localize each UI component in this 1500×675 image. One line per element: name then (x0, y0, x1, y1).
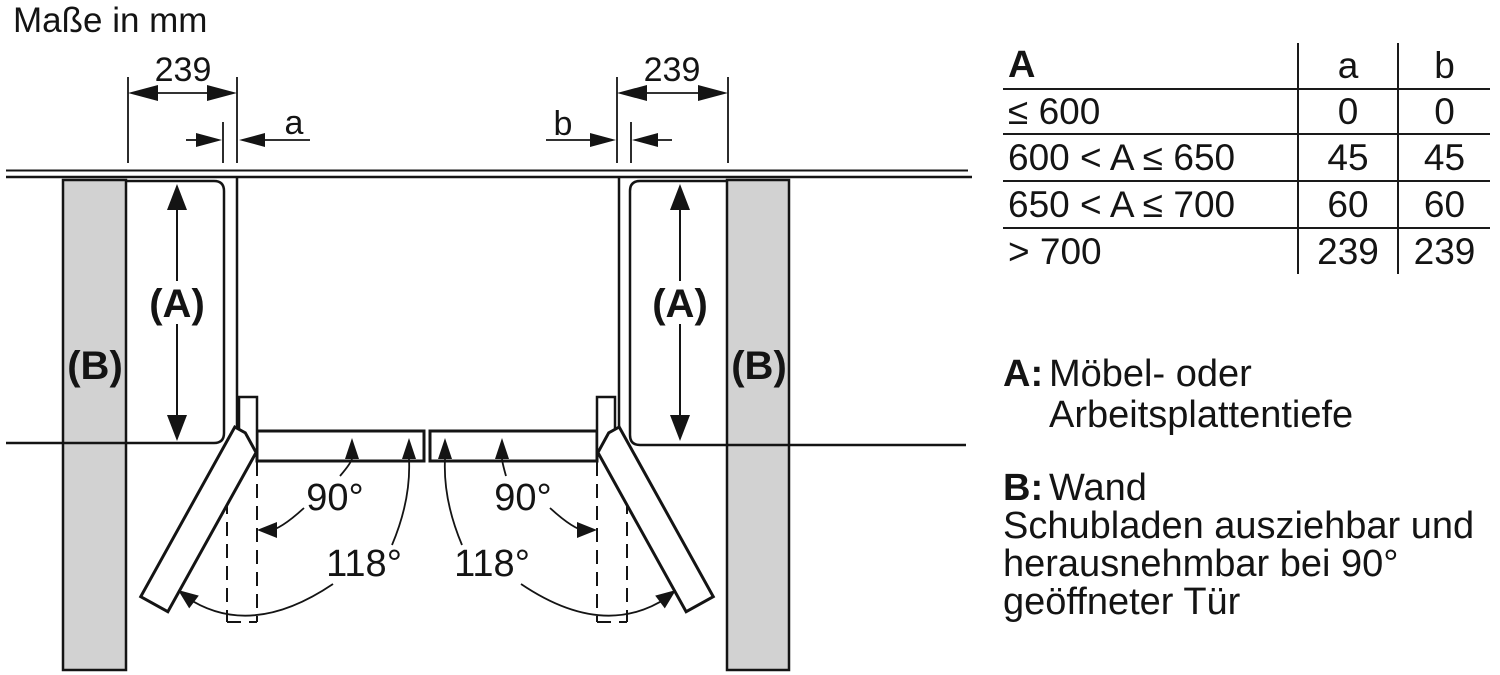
closed-door-front-right (428, 429, 599, 463)
angle-label-90-right: 90° (494, 477, 551, 519)
wall-label-left: (B) (67, 344, 123, 388)
right-wall (725, 178, 791, 672)
legend-B: B:Wand Schubladen ausziehbar und herausn… (1003, 469, 1474, 621)
clearance-table: A a b ≤ 600 0 0 600 < A ≤ 650 45 45 650 … (1003, 43, 1490, 274)
installation-top-view-diagram: 239 239 a b (A) (A) (B) (B) 90° 118° 90°… (6, 51, 972, 672)
depth-label-left: (A) (149, 282, 205, 326)
legend-A-line1: A:Möbel- oder (1003, 354, 1353, 395)
worktop-lines (6, 169, 972, 179)
angle-label-118-right: 118° (454, 543, 530, 585)
table-cell-range: 600 < A ≤ 650 (1008, 136, 1236, 178)
table-row: > 700 239 239 (1003, 229, 1490, 274)
table-cell-b: 239 (1397, 229, 1490, 274)
angle-leader-lines (185, 457, 669, 617)
right-cabinet-outline (628, 179, 966, 447)
legend-A-key: A: (1003, 353, 1044, 395)
table-cell-range: 650 < A ≤ 700 (1008, 183, 1236, 225)
depth-arrow-right (652, 184, 709, 441)
table-row: 600 < A ≤ 650 45 45 (1003, 135, 1490, 182)
table-cell-range: ≤ 600 (1008, 90, 1101, 132)
dimension-arrowheads (128, 85, 728, 147)
legend-B-key: B: (1003, 467, 1044, 509)
table-header-a: a (1297, 43, 1397, 88)
legend-B-text1: Wand (1049, 467, 1147, 509)
table-header-b: b (1397, 43, 1490, 88)
left-wall (61, 178, 128, 672)
angle-leader-arrowheads (178, 438, 676, 609)
table-row: ≤ 600 0 0 (1003, 90, 1490, 135)
table-header-row: A a b (1003, 43, 1490, 90)
depth-label-right: (A) (652, 282, 708, 326)
table-cell-a: 60 (1297, 182, 1397, 227)
left-cabinet-outline (6, 179, 226, 445)
table-cell-a: 239 (1297, 229, 1397, 274)
dim-label-239-right: 239 (644, 51, 701, 89)
table-cell-a: 0 (1297, 90, 1397, 133)
table-row: 650 < A ≤ 700 60 60 (1003, 182, 1490, 229)
depth-arrow-left (149, 184, 206, 441)
table-cell-b: 45 (1397, 135, 1490, 180)
angle-label-118-left: 118° (326, 543, 402, 585)
legend-B-line1: B:Wand (1003, 469, 1474, 507)
legend-B-text3: herausnehmbar bei 90° (1003, 543, 1399, 585)
closed-door-front-left (255, 429, 426, 463)
gap-label-b: b (554, 105, 573, 143)
table-cell-a: 45 (1297, 135, 1397, 180)
legend-A-text1: Möbel- oder (1049, 353, 1252, 395)
fridge-side-walls (235, 177, 621, 432)
legend-B-text4: geöffneter Tür (1003, 581, 1241, 623)
open-door-right-118deg (596, 424, 716, 614)
table-header-A: A (1008, 44, 1036, 86)
legend-A-text2: Arbeitsplattentiefe (1049, 394, 1354, 436)
legend-B-text2: Schubladen ausziehbar und (1003, 505, 1475, 547)
table-cell-b: 0 (1397, 90, 1490, 133)
page-title: Maße in mm (13, 1, 208, 40)
gap-label-a: a (285, 104, 304, 142)
wall-label-right: (B) (731, 344, 787, 388)
legend-A: A:Möbel- oder Arbeitsplattentiefe (1003, 354, 1353, 436)
table-cell-b: 60 (1397, 182, 1490, 227)
table-cell-range: > 700 (1008, 230, 1102, 272)
angle-label-90-left: 90° (306, 477, 363, 519)
open-door-left-118deg (138, 424, 258, 614)
dim-label-239-left: 239 (155, 51, 212, 89)
